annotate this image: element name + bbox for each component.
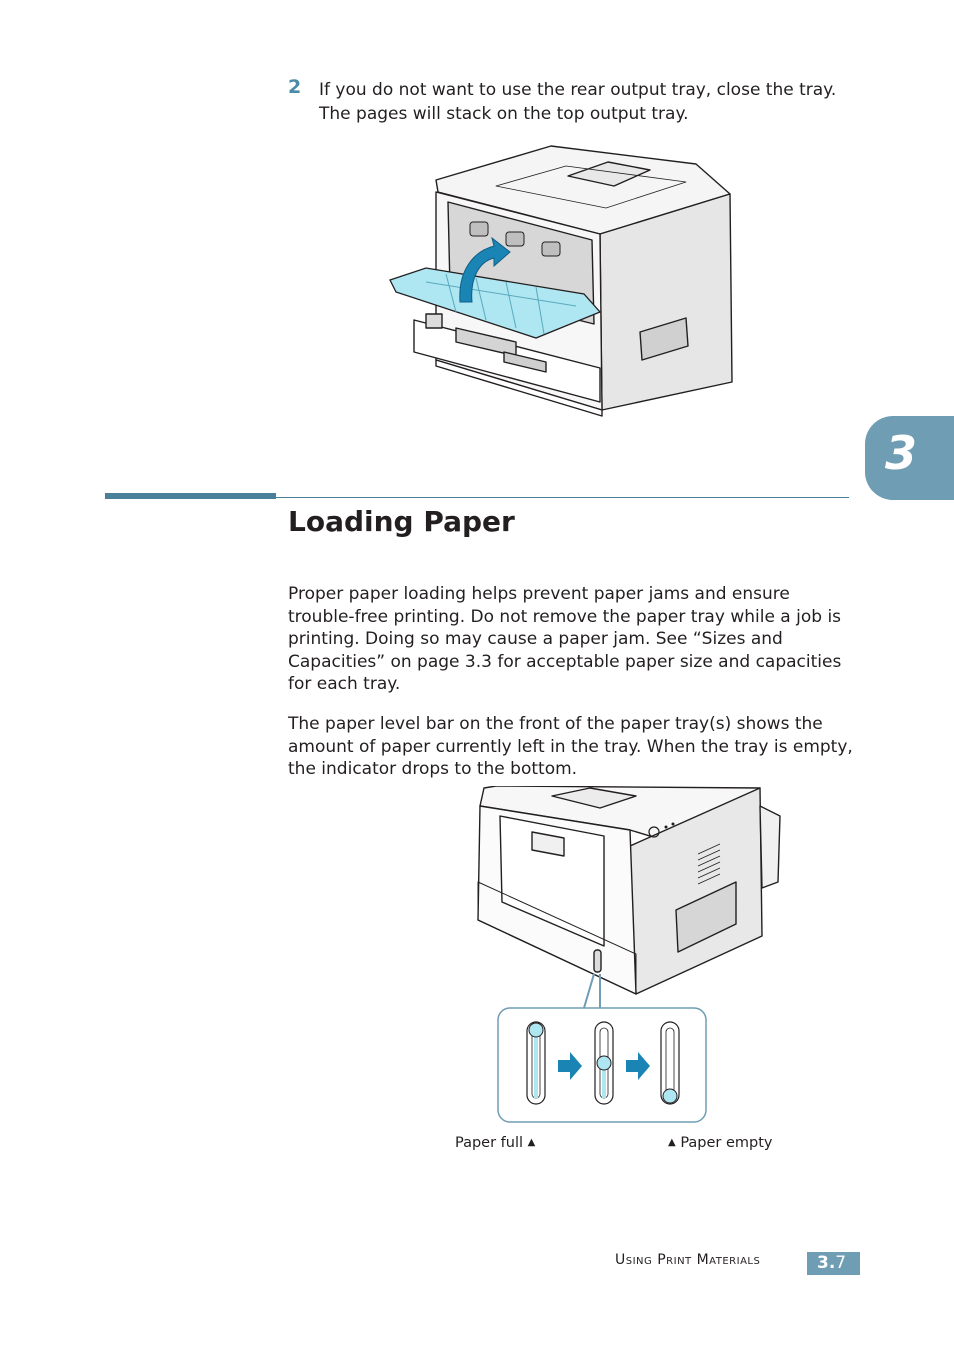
caption-paper-full: Paper full ▲: [455, 1135, 535, 1151]
arrow-right-1: [558, 1052, 582, 1080]
section-rule-thin: [276, 497, 849, 498]
paper-level-illustration: [477, 786, 781, 1123]
section-title: Loading Paper: [288, 505, 515, 538]
chapter-tab-number: 3: [885, 426, 918, 480]
arrow-right-2: [626, 1052, 650, 1080]
printer-rear-tray-illustration: [389, 145, 733, 417]
chapter-tab: 3: [865, 416, 954, 500]
step-text: If you do not want to use the rear outpu…: [319, 80, 837, 124]
triangle-up-icon: ▲: [668, 1137, 676, 1148]
footer-chapter-name: Using Print Materials: [615, 1252, 761, 1268]
caption-paper-empty-text: Paper empty: [680, 1135, 773, 1151]
caption-paper-full-text: Paper full: [455, 1135, 524, 1151]
level-indicator-ball: [528, 1022, 544, 1038]
paragraph-2: The paper level bar on the front of the …: [288, 714, 853, 779]
level-indicator-ball: [662, 1088, 678, 1104]
page-number-major: 3.: [817, 1253, 836, 1273]
caption-paper-empty: ▲ Paper empty: [668, 1135, 773, 1151]
tray-level-window: [593, 949, 602, 973]
level-gauge-track: [665, 1027, 675, 1099]
close-direction-arrow: [459, 236, 511, 303]
page-number-badge: 3.7: [807, 1252, 860, 1275]
paper-tray: [477, 881, 637, 995]
level-indicator-ball: [596, 1055, 612, 1071]
step-number: 2: [288, 76, 302, 98]
level-gauge-fill: [602, 1063, 606, 1098]
triangle-up-icon: ▲: [527, 1137, 536, 1148]
paragraph-1: Proper paper loading helps prevent paper…: [288, 584, 842, 694]
level-gauge-fill: [534, 1030, 538, 1098]
rear-output-tray: [389, 267, 602, 339]
page-number-minor: 7: [835, 1253, 847, 1273]
section-rule-thick: [105, 493, 276, 499]
